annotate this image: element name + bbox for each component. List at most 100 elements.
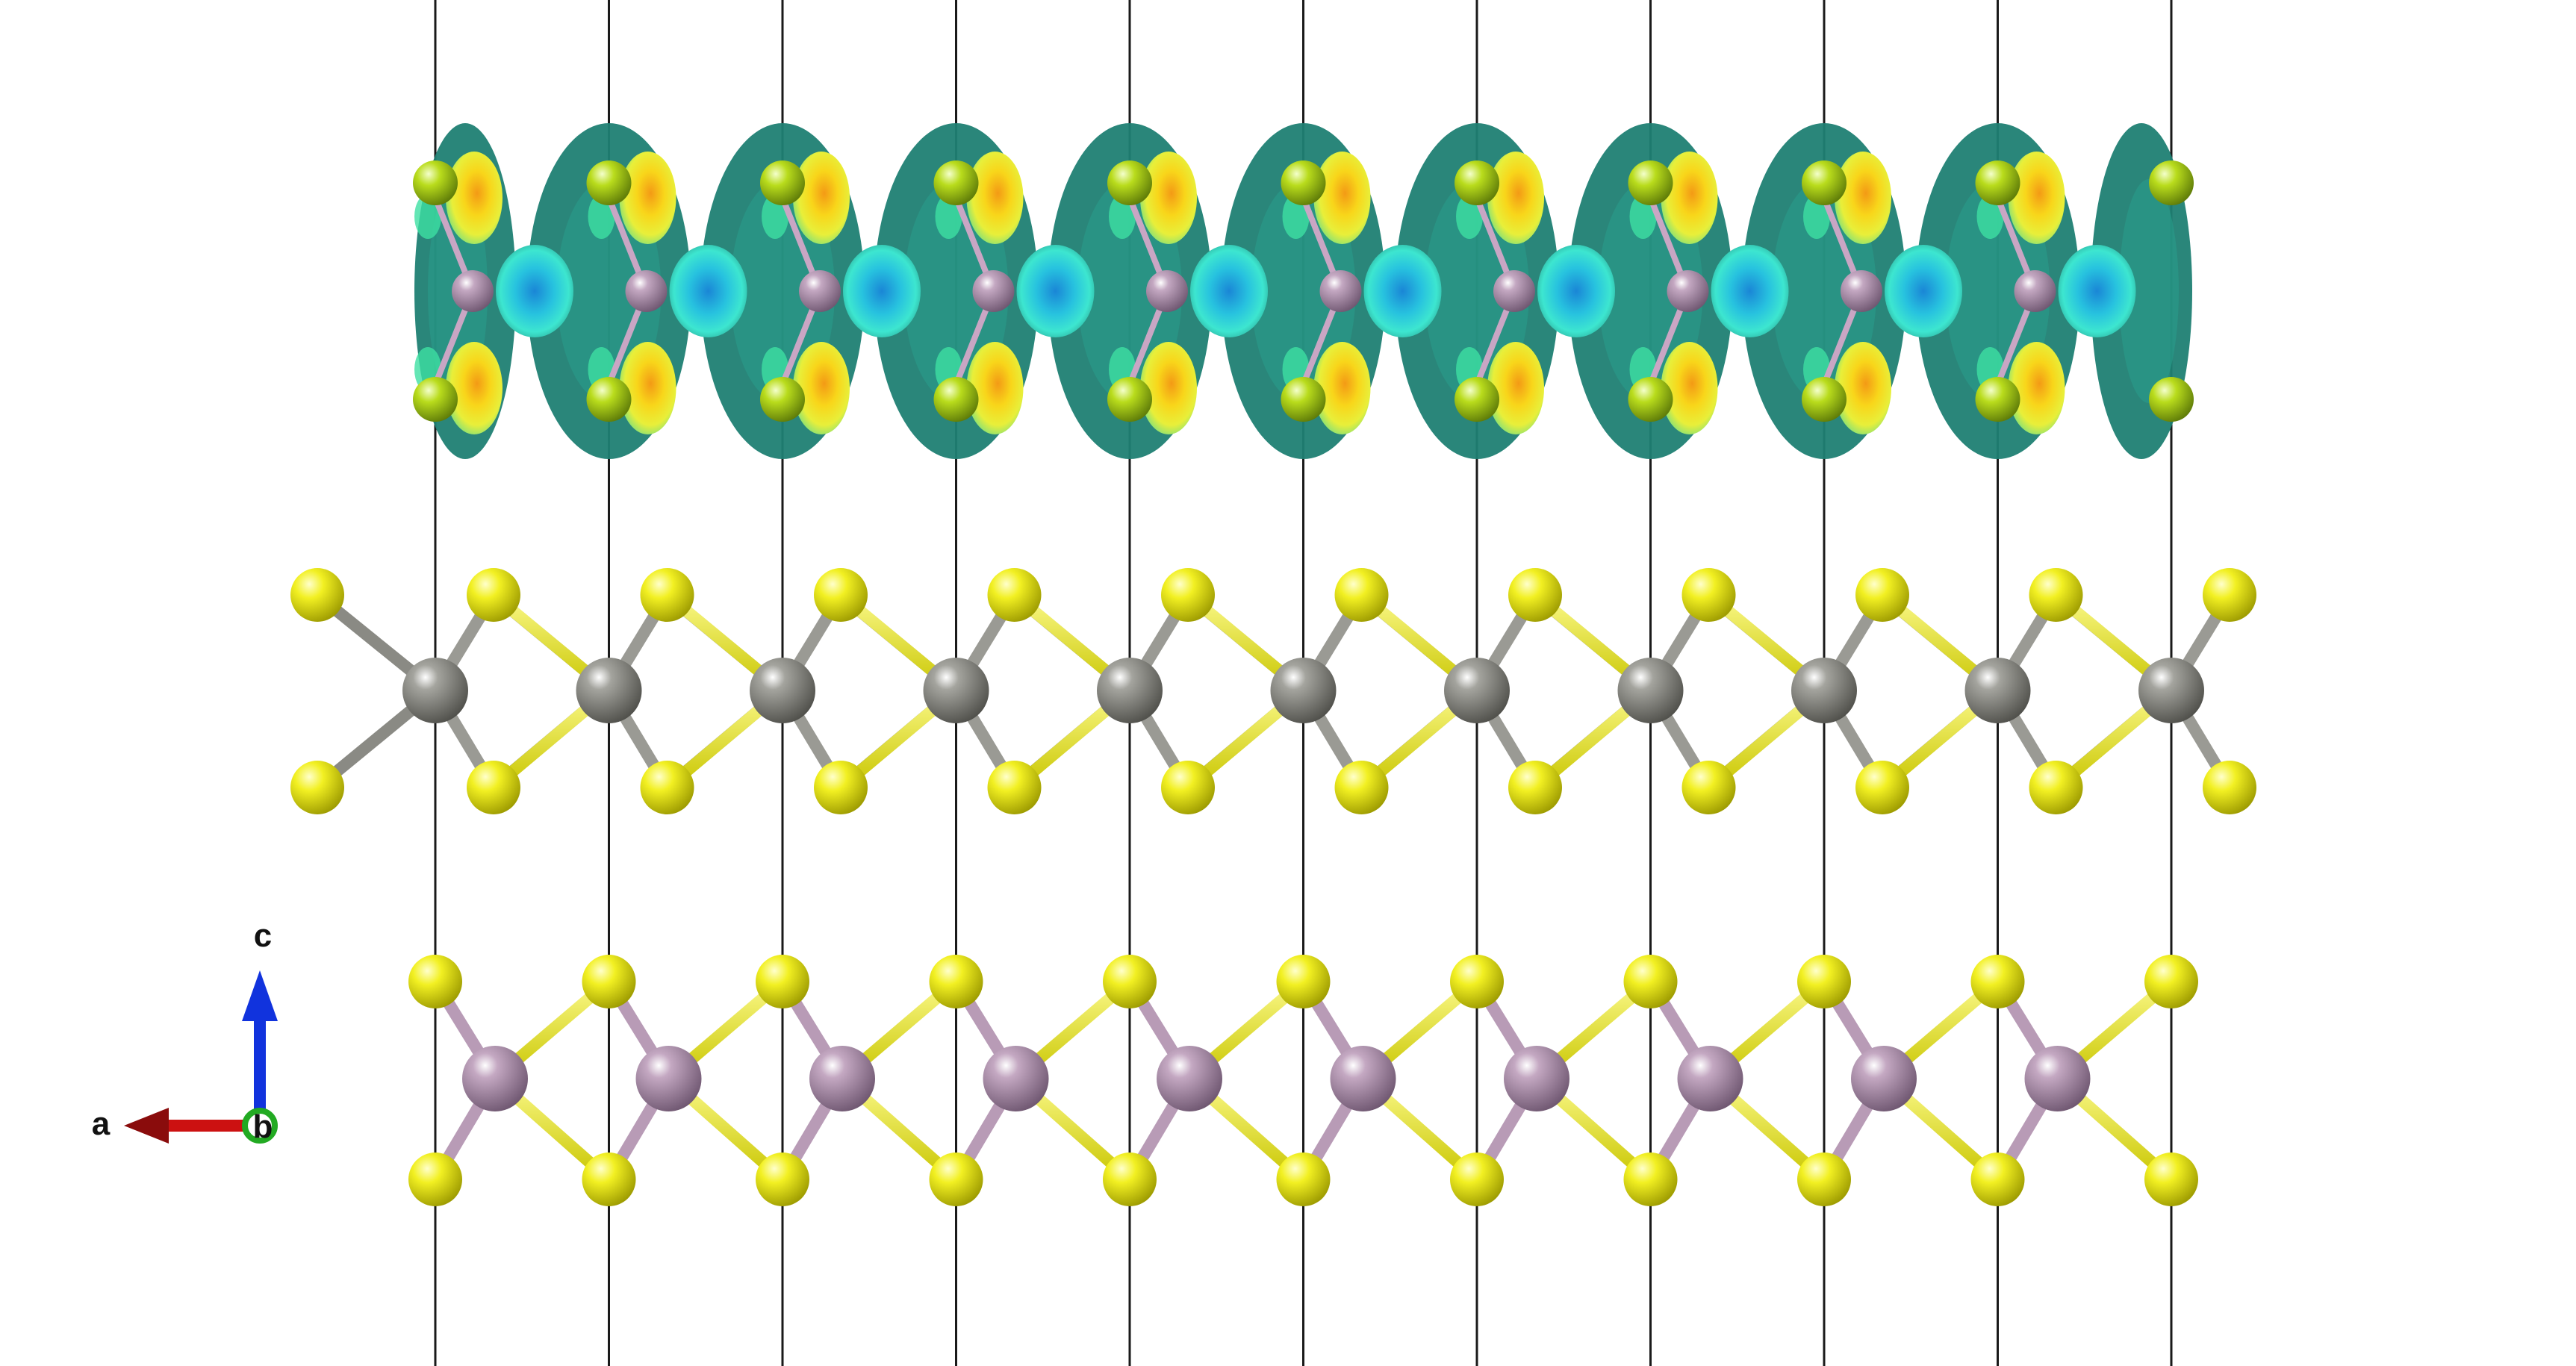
sulfur-atom <box>1455 160 1499 205</box>
sulfur-atom <box>1281 377 1326 422</box>
sulfur-atom <box>2203 568 2256 622</box>
sulfur-atom <box>814 761 868 814</box>
isosurface-yellow-lobe <box>446 342 503 434</box>
metal-atom <box>1330 1046 1396 1111</box>
sulfur-atom <box>933 160 979 205</box>
sulfur-atom <box>1508 568 1562 622</box>
sulfur-atom <box>1970 955 2025 1008</box>
atoms <box>290 160 2256 1206</box>
metal-atom <box>635 1046 702 1111</box>
sulfur-atom <box>1276 1153 1331 1206</box>
sulfur-atom <box>290 568 344 622</box>
sulfur-atom <box>1161 568 1215 622</box>
isosurface-yellow-lobe <box>619 342 676 434</box>
sulfur-atom <box>2029 761 2083 814</box>
isosurface-green-lobe <box>1803 194 1830 239</box>
sulfur-atom <box>413 160 458 205</box>
metal-atom <box>1444 658 1510 723</box>
sulfur-atom <box>640 761 694 814</box>
isosurface-yellow-lobe <box>1661 342 1718 434</box>
sulfur-atom <box>1334 568 1389 622</box>
isosurface-cyan-lobe <box>669 245 747 337</box>
isosurface-cyan-lobe <box>1537 245 1615 337</box>
metal-atom <box>983 1046 1049 1111</box>
sulfur-atom <box>1628 377 1673 422</box>
sulfur-atom <box>1681 568 1736 622</box>
metal-atom <box>1270 658 1337 723</box>
isosurface-yellow-lobe <box>966 152 1024 244</box>
sulfur-atom <box>1797 955 1851 1008</box>
sulfur-atom <box>408 1153 462 1206</box>
isosurface-cyan-lobe <box>843 245 921 337</box>
isosurface-cyan-lobe <box>2058 245 2136 337</box>
metal-atom <box>1667 270 1709 312</box>
metal-atom <box>452 270 494 312</box>
metal-atom <box>1964 658 2031 723</box>
isosurface-yellow-lobe <box>793 152 850 244</box>
sulfur-atom <box>987 761 1042 814</box>
metal-atom <box>1157 1046 1222 1111</box>
sulfur-atom <box>756 1153 809 1206</box>
sulfur-atom <box>413 377 458 422</box>
sulfur-atom <box>1628 160 1673 205</box>
isosurface-yellow-lobe <box>446 152 503 244</box>
metal-atom <box>1493 270 1535 312</box>
metal-atom <box>2014 270 2056 312</box>
b-axis-marker <box>242 1108 278 1144</box>
isosurface-yellow-lobe <box>1835 152 1891 244</box>
sulfur-atom <box>1855 761 1909 814</box>
sulfur-atom <box>1107 377 1152 422</box>
isosurface-green-lobe <box>414 194 441 239</box>
isosurface-yellow-lobe <box>966 342 1024 434</box>
sulfur-atom <box>1855 568 1909 622</box>
sulfur-atom <box>408 955 462 1008</box>
sulfur-atom <box>1975 160 2020 205</box>
sulfur-atom <box>290 761 344 814</box>
isosurface-green-lobe <box>935 194 962 239</box>
isosurface-yellow-lobe <box>1313 342 1371 434</box>
sulfur-atom <box>929 1153 983 1206</box>
metal-atom <box>972 270 1015 312</box>
metal-atom <box>1097 658 1163 723</box>
sulfur-atom <box>1623 955 1678 1008</box>
c-axis-label: c <box>254 917 272 954</box>
sulfur-atom <box>1681 761 1736 814</box>
metal-atom <box>402 658 468 723</box>
sulfur-atom <box>586 377 632 422</box>
sulfur-atom <box>1455 377 1499 422</box>
isosurface-lobe <box>2119 179 2179 403</box>
metal-atom <box>809 1046 875 1111</box>
sulfur-atom <box>1508 761 1562 814</box>
isosurface-cyan-lobe <box>1885 245 1962 337</box>
sulfur-atom <box>1802 160 1847 205</box>
metal-atom <box>750 658 815 723</box>
isosurface-cyan-lobe <box>1363 245 1442 337</box>
sulfur-atom <box>1797 1153 1851 1206</box>
isosurface-yellow-lobe <box>1140 342 1197 434</box>
isosurface-yellow-lobe <box>1313 152 1371 244</box>
metal-atom <box>1841 270 1882 312</box>
sulfur-atom <box>2203 761 2256 814</box>
a-axis-arrowhead <box>124 1108 169 1144</box>
sulfur-atom <box>586 160 632 205</box>
sulfur-atom <box>2144 955 2198 1008</box>
isosurface-cyan-lobe <box>1016 245 1095 337</box>
sulfur-atom <box>760 160 805 205</box>
sulfur-atom <box>933 377 979 422</box>
sulfur-atom <box>1103 955 1157 1008</box>
isosurface-green-lobe <box>588 194 615 239</box>
sulfur-atom <box>929 955 983 1008</box>
metal-atom <box>923 658 989 723</box>
sulfur-atom <box>1975 377 2020 422</box>
sulfur-atom <box>760 377 805 422</box>
metal-atom <box>1851 1046 1917 1111</box>
sulfur-atom <box>2149 377 2194 422</box>
isosurface-cyan-lobe <box>1190 245 1268 337</box>
sulfur-atom <box>1450 955 1504 1008</box>
sulfur-atom <box>1334 761 1389 814</box>
sulfur-atom <box>467 568 520 622</box>
isosurface-yellow-lobe <box>2008 342 2065 434</box>
sulfur-atom <box>467 761 520 814</box>
sulfur-atom <box>2149 160 2194 205</box>
